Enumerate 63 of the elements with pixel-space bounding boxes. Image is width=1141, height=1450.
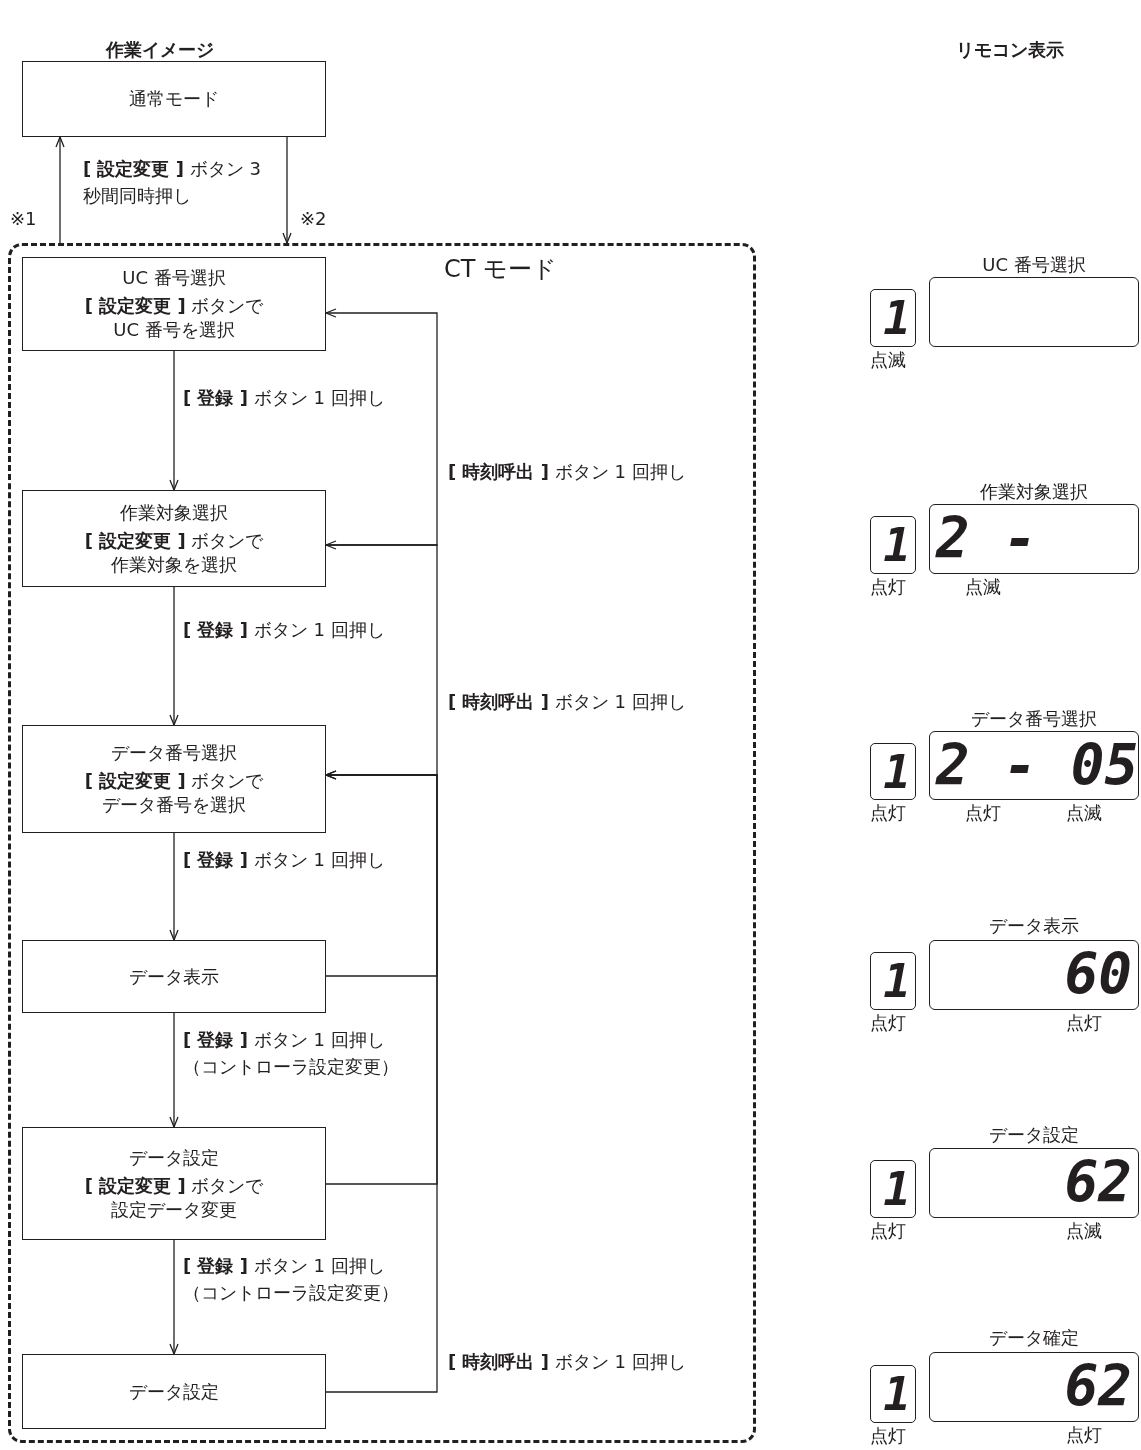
step-title: 通常モード [129,87,219,111]
display-title: データ確定 [988,1326,1080,1350]
step-title: データ設定 [129,1145,219,1170]
display-title: データ設定 [988,1123,1080,1147]
process-box [22,1354,326,1429]
arrow [282,136,292,244]
display-title: 作業対象選択 [979,480,1089,504]
arrow [169,350,179,491]
step-description: [ 設定変更 ] ボタンでデータ番号を選択 [83,769,265,817]
note-mark: ※1 [10,207,38,231]
status-label: 点滅 [1065,1220,1103,1242]
process-box [22,490,326,587]
status-label: 点滅 [870,349,906,371]
mode-title: CT モード [444,254,558,284]
display-title: UC 番号選択 [981,253,1087,277]
process-box [22,257,326,351]
status-label: 点灯 [870,1012,906,1034]
arrow [169,832,179,941]
step-title: UC 番号選択 [122,266,226,290]
status-label: 点灯 [870,1220,906,1242]
status-label: 点灯 [964,802,1002,824]
lcd-digit: 1 [883,958,911,1004]
step-title: データ番号選択 [111,741,237,765]
status-label: 点灯 [870,1425,906,1447]
status-label: 点滅 [1065,802,1103,824]
process-box [22,1127,326,1240]
status-label: 点灯 [1065,1424,1103,1446]
arrow [325,540,438,776]
status-label: 点灯 [870,576,906,598]
lcd-digits: 62 [1064,1155,1132,1211]
display-title: データ番号選択 [970,707,1098,731]
lcd-digits: 62 [1064,1359,1132,1415]
arrow [325,308,438,546]
lcd-digits: 60 [1064,947,1132,1003]
column-heading: リモコン表示 [955,38,1065,62]
status-label: 点灯 [870,802,906,824]
step-description: [ 設定変更 ] ボタンで作業対象を選択 [83,528,265,577]
arrow [325,770,438,1393]
lcd-digit: 1 [883,522,911,568]
process-box [22,940,326,1013]
lcd-digits: 2 - [936,511,1038,567]
arrow [169,1012,179,1128]
step-description: [ 設定変更 ] ボタンで UC 番号を選択 [83,294,265,342]
lcd-digit: 1 [883,1371,911,1417]
dashed-frame [8,243,756,1443]
step-title: データ表示 [129,964,219,989]
lcd-digit: 1 [883,1166,911,1212]
status-label: 点滅 [964,576,1002,598]
column-heading: 作業イメージ [104,38,215,62]
lcd-digit: 1 [883,295,911,341]
display-title: データ表示 [988,914,1080,938]
arrow [169,586,179,726]
lcd-digit: 1 [883,748,911,795]
status-label: 点灯 [1065,1012,1103,1034]
step-title: 作業対象選択 [120,500,228,525]
process-box [22,725,326,833]
step-description: [ 設定変更 ] ボタンで設定データ変更 [83,1173,265,1222]
process-box [22,61,326,137]
arrow [169,1239,179,1355]
step-title: データ設定 [129,1379,219,1404]
lcd-digits: 2 - 05 [936,737,1139,794]
arrow [55,136,65,244]
note-mark: ※2 [300,207,328,231]
